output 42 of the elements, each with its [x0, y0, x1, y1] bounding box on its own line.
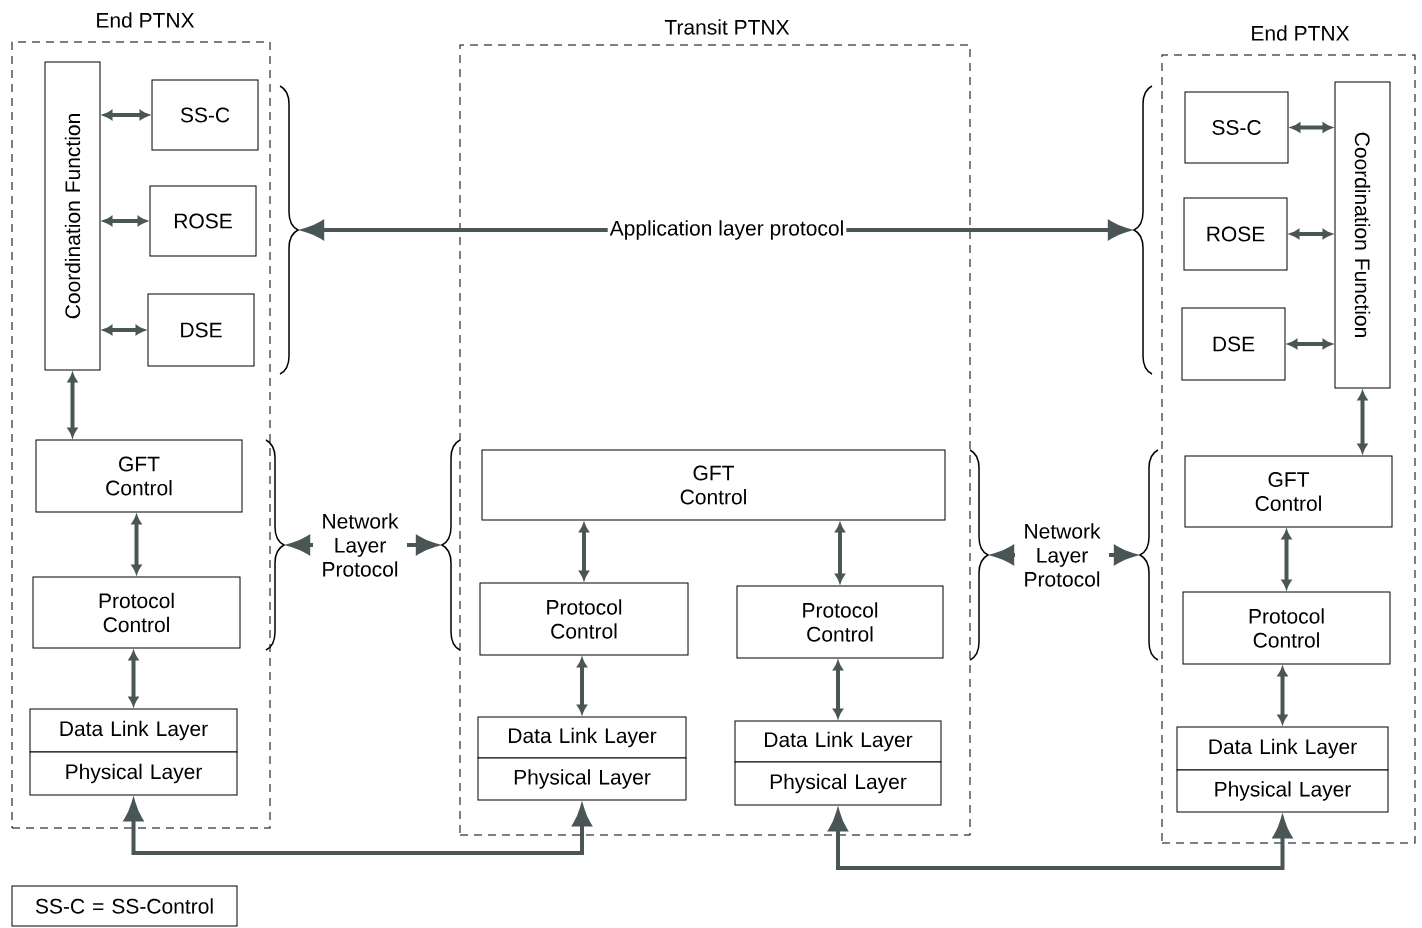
arrow	[579, 523, 589, 580]
brace	[969, 449, 989, 661]
layer-box: Data Link Layer	[477, 716, 687, 759]
brace	[1133, 85, 1153, 375]
layer-box: Physical Layer	[1176, 769, 1389, 813]
arrow	[833, 661, 843, 718]
layer-box: Protocol Control	[479, 582, 689, 656]
coordination-box: Coordination Function	[44, 61, 101, 371]
brace	[265, 439, 285, 651]
arrow	[835, 523, 845, 583]
arrow	[1288, 339, 1332, 349]
layer-box: Physical Layer	[734, 761, 942, 806]
frame-heading: End PTNX	[97, 12, 195, 28]
layer-box: Data Link Layer	[1176, 726, 1389, 771]
layer-box: Protocol Control	[736, 585, 944, 659]
coordination-box: Coordination Function	[1334, 81, 1391, 389]
brace	[441, 439, 461, 651]
layer-box: Physical Layer	[29, 751, 238, 796]
brace	[279, 85, 299, 375]
layer-box: Physical Layer	[477, 757, 687, 801]
layer-box: Data Link Layer	[734, 720, 942, 763]
layer-box: ROSE	[149, 185, 257, 257]
layer-box: Data Link Layer	[29, 708, 238, 753]
brace	[1139, 449, 1159, 661]
layer-box: DSE	[1181, 307, 1286, 381]
arrow	[1290, 229, 1332, 239]
arrow	[103, 216, 147, 226]
layer-box: SS-C	[151, 79, 259, 151]
layer-box: Protocol Control	[1182, 591, 1391, 665]
frame-heading: Transit PTNX	[664, 19, 790, 35]
arrow	[103, 325, 145, 335]
layer-box: GFT Control	[481, 449, 946, 521]
arrow	[103, 110, 149, 120]
layer-box: Protocol Control	[32, 576, 241, 649]
layer-box: ROSE	[1183, 197, 1288, 271]
layer-box: DSE	[147, 293, 255, 367]
layer-box: SS-C = SS-Control	[11, 885, 238, 927]
layer-box: SS-C	[1184, 91, 1289, 164]
arrow	[577, 658, 587, 714]
layer-box: GFT Control	[35, 439, 243, 513]
layer-box: GFT Control	[1184, 455, 1393, 528]
frame-heading: End PTNX	[1252, 25, 1350, 41]
